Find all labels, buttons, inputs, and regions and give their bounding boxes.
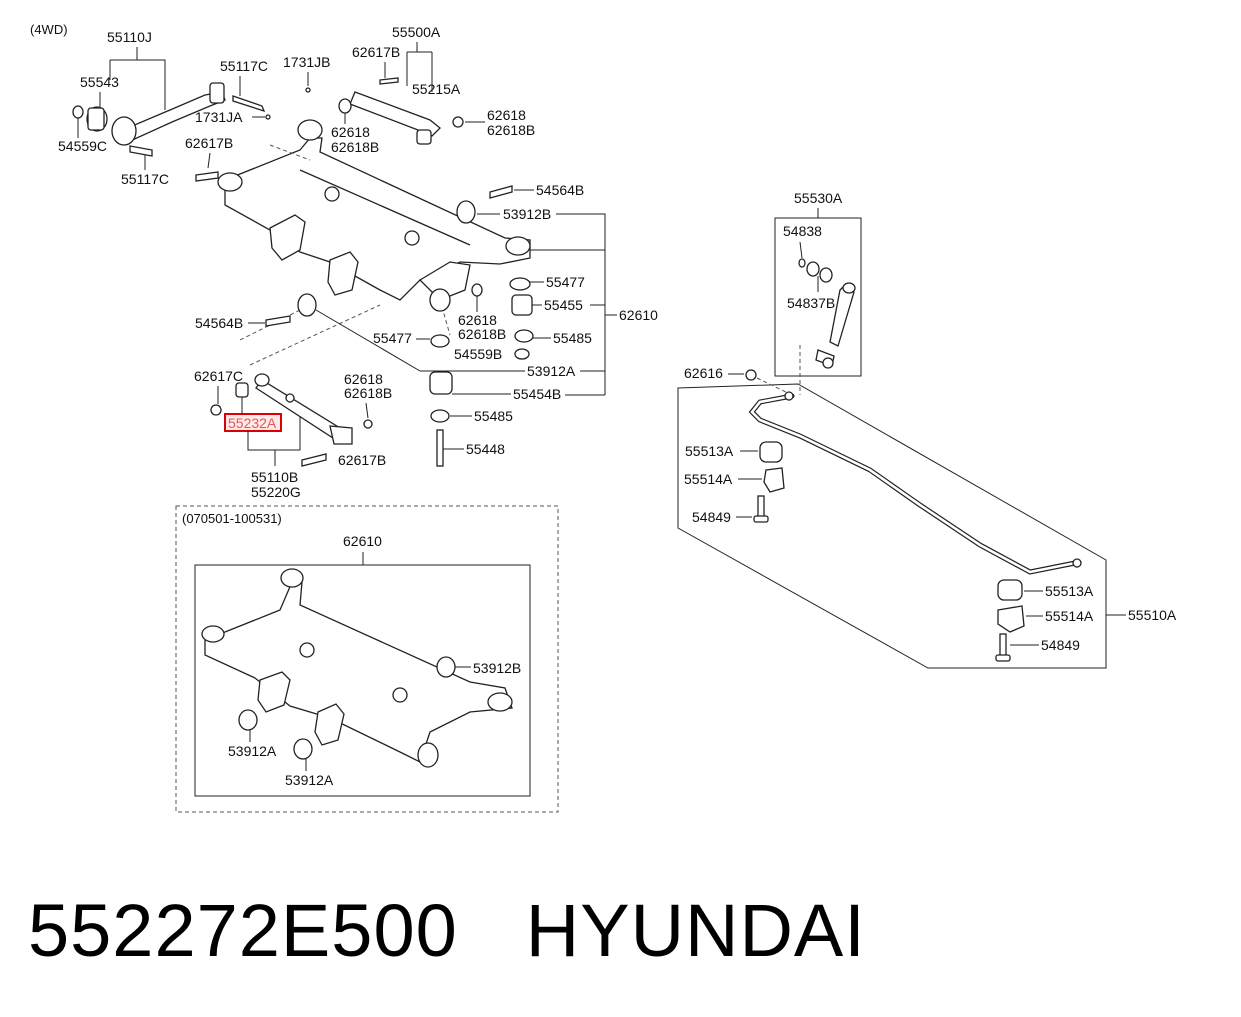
label-55477-b: 55477 <box>373 330 412 346</box>
label-62616: 62616 <box>684 365 723 381</box>
label-55514a-b: 55514A <box>1045 608 1094 624</box>
label-55215a: 55215A <box>412 81 461 97</box>
label-62618b-d: 62618B <box>344 385 392 401</box>
label-62610-a: 62610 <box>619 307 658 323</box>
label-62618b-a: 62618B <box>487 122 535 138</box>
label-54849-a: 54849 <box>692 509 731 525</box>
lateral-arm-55110b <box>210 373 373 467</box>
label-54838: 54838 <box>783 223 822 239</box>
label-53912a-a: 53912A <box>527 363 576 379</box>
label-55514a-a: 55514A <box>684 471 733 487</box>
label-55530a: 55530A <box>794 190 843 206</box>
label-62618b-c: 62618B <box>458 326 506 342</box>
upper-arm-55500a <box>338 77 464 145</box>
label-55117c-a: 55117C <box>220 58 268 74</box>
highlight-55232a[interactable]: 55232A <box>224 413 282 432</box>
label-53912a-c: 53912A <box>285 772 334 788</box>
inset-note: (070501-100531) <box>182 511 282 526</box>
crossmember-main <box>217 119 531 301</box>
label-54564b-a: 54564B <box>536 182 584 198</box>
label-54559b: 54559B <box>454 346 502 362</box>
trailing-arm-55110j <box>72 82 266 157</box>
label-54837b: 54837B <box>787 295 835 311</box>
label-53912a-b: 53912A <box>228 743 277 759</box>
label-62617b-a: 62617B <box>185 135 233 151</box>
label-55513a-b: 55513A <box>1045 583 1094 599</box>
label-55485-a: 55485 <box>553 330 592 346</box>
label-55220g: 55220G <box>251 484 301 500</box>
label-55110b: 55110B <box>251 469 298 485</box>
stabilizer-link-55530a: 55530A 54838 54837B <box>774 190 862 395</box>
label-55455: 55455 <box>544 297 583 313</box>
label-62610-b: 62610 <box>343 533 382 549</box>
part-caption: 552272E500 HYUNDAI <box>28 888 866 988</box>
label-62618b-b: 62618B <box>331 139 379 155</box>
label-1731ja: 1731JA <box>195 109 243 125</box>
label-55485-b: 55485 <box>474 408 513 424</box>
label-62617b-b: 62617B <box>352 44 400 60</box>
label-62618-c: 62618 <box>458 312 497 328</box>
label-55500a: 55500A <box>392 24 441 40</box>
label-62618-a: 62618 <box>487 107 526 123</box>
label-1731jb: 1731JB <box>283 54 330 70</box>
brand-name: HYUNDAI <box>525 889 866 972</box>
label-55543: 55543 <box>80 74 119 90</box>
label-54564b-b: 54564B <box>195 315 243 331</box>
label-53912b-a: 53912B <box>503 206 551 222</box>
label-55448: 55448 <box>466 441 505 457</box>
label-55513a-a: 55513A <box>685 443 734 459</box>
label-55454b: 55454B <box>513 386 561 402</box>
label-55117c-b: 55117C <box>121 171 169 187</box>
label-54559c: 54559C <box>58 138 107 154</box>
label-53912b-b: 53912B <box>473 660 521 676</box>
label-62617c: 62617C <box>194 368 243 384</box>
label-54849-b: 54849 <box>1041 637 1080 653</box>
label-55510a: 55510A <box>1128 607 1177 623</box>
variant-note: (4WD) <box>30 22 68 37</box>
label-62618-b: 62618 <box>331 124 370 140</box>
label-55110j: 55110J <box>107 29 152 45</box>
label-55477-a: 55477 <box>546 274 585 290</box>
inset-early-crossmember: (070501-100531) 62610 53912B 53912A 5391… <box>175 505 559 813</box>
stabilizer-bar-55510a: 62616 55513A 55514A 54849 55513A 55514A … <box>677 365 1177 669</box>
label-62617b-c: 62617B <box>338 452 386 468</box>
label-55232a: 55232A <box>228 415 277 431</box>
parts-diagram: (4WD) 55110J 55543 54559C 55117C 55117C … <box>30 22 1177 813</box>
part-number: 552272E500 <box>28 889 458 972</box>
label-62618-d: 62618 <box>344 371 383 387</box>
